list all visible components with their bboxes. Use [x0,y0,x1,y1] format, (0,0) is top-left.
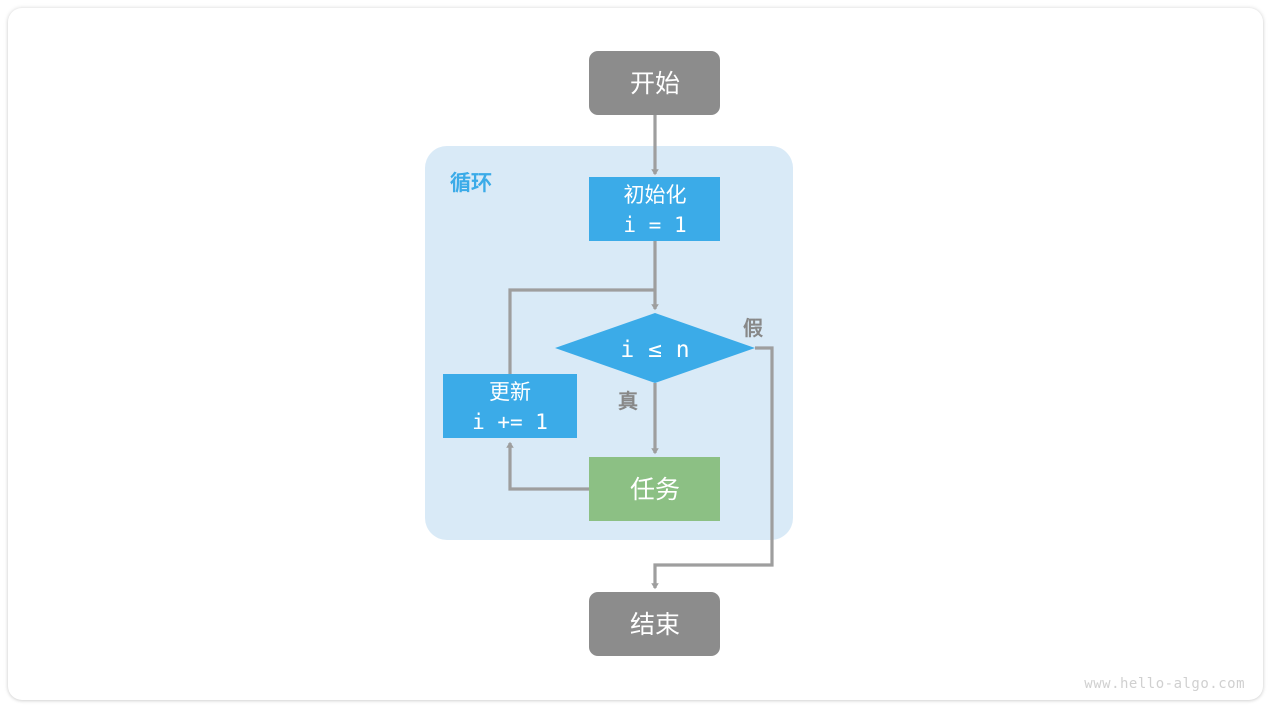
node-update-code: i += 1 [472,410,548,434]
node-init[interactable]: 初始化 i = 1 [589,177,720,241]
edge-task-update [506,441,589,491]
node-start-label: 开始 [630,70,680,98]
node-condition-code: i ≤ n [620,337,689,363]
node-end[interactable]: 结束 [589,592,720,656]
edge-label-false: 假 [743,316,764,340]
node-end-shape[interactable] [589,592,720,656]
node-task-shape[interactable] [589,457,720,521]
edge-layer [506,115,774,590]
watermark: www.hello-algo.com [1084,676,1245,692]
node-update-label: 更新 [489,381,531,404]
edge-label-layer: 真 假 [618,316,764,413]
node-start[interactable]: 开始 [589,51,720,115]
node-update-shape[interactable] [443,374,577,438]
node-init-label: 初始化 [624,184,687,207]
edge-label-true: 真 [618,389,638,413]
node-init-shape[interactable] [589,177,720,241]
edge-cond-end [651,346,774,590]
node-condition[interactable]: i ≤ n [555,313,755,383]
node-task-label: 任务 [630,476,680,504]
loop-group-label: 循环 [450,171,492,195]
node-update[interactable]: 更新 i += 1 [443,374,577,438]
node-init-code: i = 1 [623,213,686,237]
node-end-label: 结束 [630,611,680,639]
node-start-shape[interactable] [589,51,720,115]
node-condition-shape[interactable] [555,313,755,383]
edge-update-cond [508,288,655,374]
node-task[interactable]: 任务 [589,457,720,521]
